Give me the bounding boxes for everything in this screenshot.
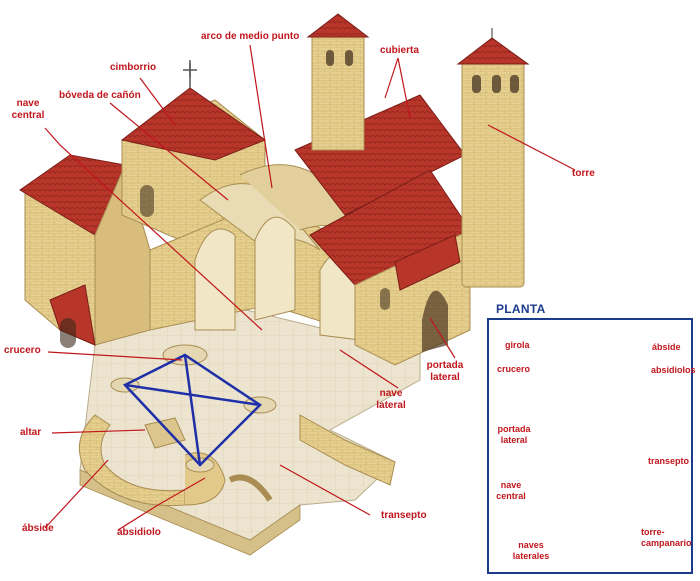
label-crucero: crucero [4, 345, 41, 356]
label-altar: altar [20, 427, 42, 438]
plan-inset-frame [487, 318, 693, 574]
plan-label-portada-lateral: portada lateral [497, 424, 531, 445]
plan-title: PLANTA [496, 302, 546, 316]
plan-label-abside: ábside [652, 342, 681, 352]
plan-label-naves-laterales: naves laterales [512, 540, 550, 561]
label-abside: ábside [22, 523, 54, 534]
plan-label-torre-campanario: torre- campanario [641, 527, 692, 548]
leader-lines [44, 44, 576, 531]
label-torre: torre [572, 168, 595, 179]
plan-label-girola: girola [505, 340, 530, 350]
label-absidiolo: absidiolo [117, 527, 161, 538]
plan-label-absidiolos: absidiolos [651, 365, 696, 375]
altar-block [144, 417, 186, 449]
label-transepto: transepto [381, 510, 427, 521]
label-boveda-de-canon: bóveda de cañón [59, 90, 141, 101]
label-portada-lateral: portada lateral [426, 360, 464, 383]
plan-label-nave-central: nave central [496, 480, 526, 501]
plan-label-crucero: crucero [497, 364, 531, 374]
label-nave-lateral: nave lateral [376, 388, 406, 411]
left-bell-tower [306, 13, 370, 151]
right-bell-tower [456, 28, 530, 288]
label-nave-central: nave central [11, 98, 45, 121]
label-arco-de-medio-punto: arco de medio punto [201, 31, 300, 42]
plan-label-transepto: transepto [648, 456, 690, 466]
label-cimborrio: cimborrio [110, 62, 157, 73]
label-cubierta: cubierta [380, 45, 419, 56]
crossing-lines [122, 353, 262, 467]
